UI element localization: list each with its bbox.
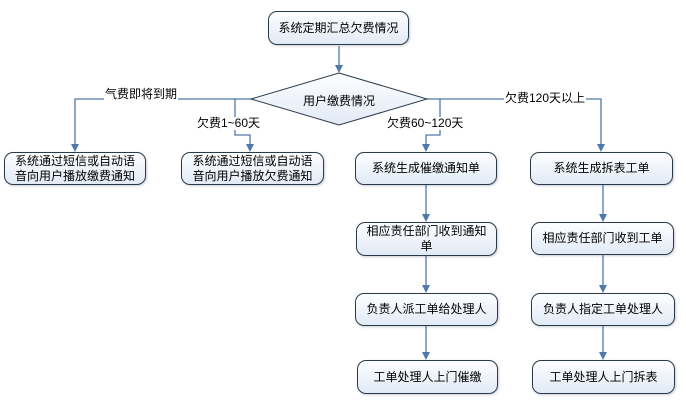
node-notify-payment: 系统通过短信或自动语音向用户播放缴费通知 xyxy=(4,152,146,185)
branch-label-60-120-days: 欠费60~120天 xyxy=(386,116,465,130)
decision-diamond xyxy=(249,72,429,126)
connector-branch-over-120 xyxy=(427,98,605,152)
node-start: 系统定期汇总欠费情况 xyxy=(268,11,409,45)
node-notify-arrears: 系统通过短信或自动语音向用户播放欠费通知 xyxy=(181,152,324,185)
node-assign-order-handler: 负责人指定工单处理人 xyxy=(531,293,675,326)
decision-label: 用户缴费情况 xyxy=(302,94,375,108)
node-visit-remove-meter: 工单处理人上门拆表 xyxy=(532,360,675,394)
node-generate-reminder-notice: 系统生成催缴通知单 xyxy=(355,152,497,185)
node-dispatch-work-order: 负责人派工单给处理人 xyxy=(355,293,498,326)
branch-label-1-60-days: 欠费1~60天 xyxy=(196,116,262,130)
connector-branch-due-soon xyxy=(71,98,251,152)
branch-label-over-120-days: 欠费120天以上 xyxy=(504,91,587,105)
node-visit-collect-payment: 工单处理人上门催缴 xyxy=(357,360,498,394)
branch-label-due-soon: 气费即将到期 xyxy=(104,87,179,101)
node-dept-receives-order: 相应责任部门收到工单 xyxy=(531,222,674,255)
node-dept-receives-notice: 相应责任部门收到通知单 xyxy=(356,222,497,256)
node-generate-removal-order: 系统生成拆表工单 xyxy=(530,152,673,185)
